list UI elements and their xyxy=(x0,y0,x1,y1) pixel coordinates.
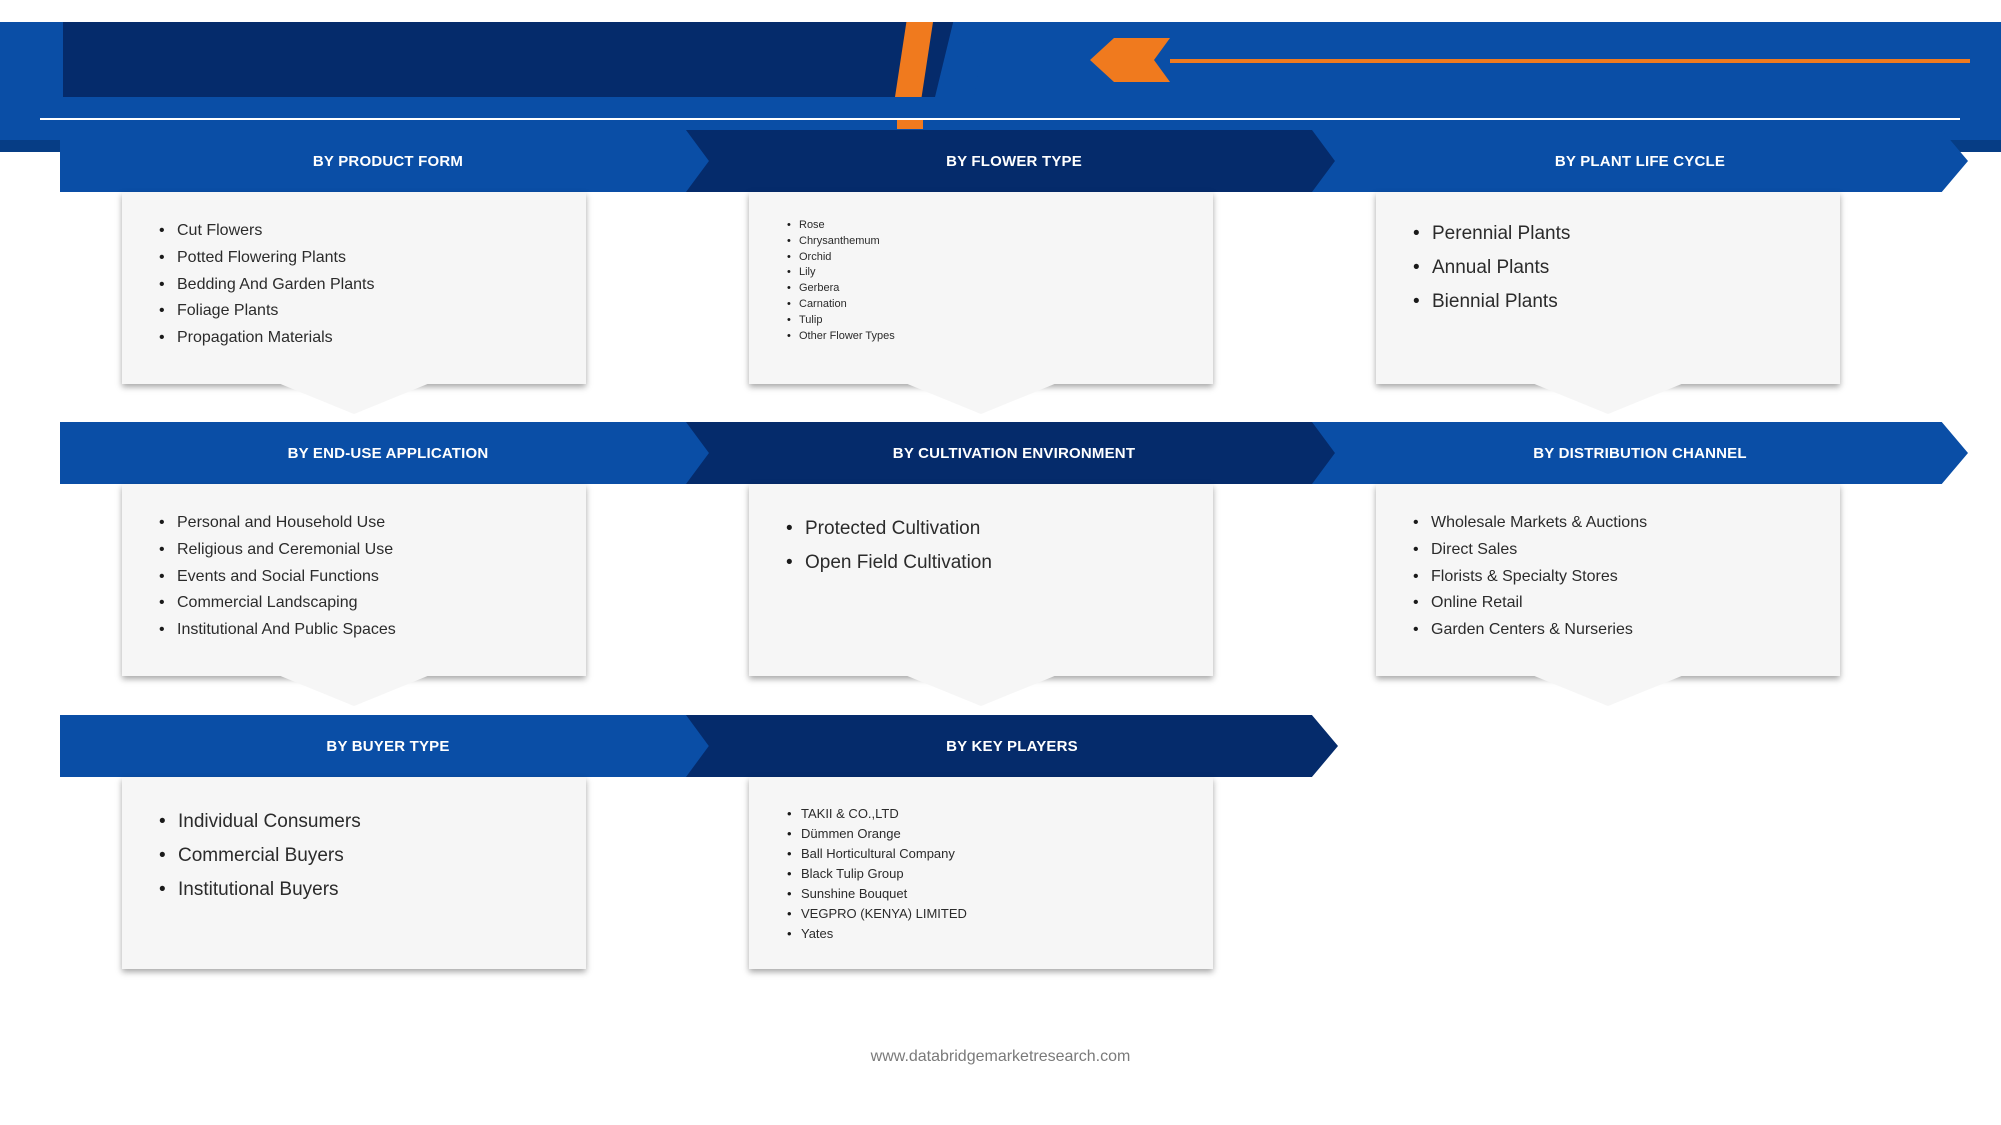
segment-box-flower-type: Rose Chrysanthemum Orchid Lily Gerbera C… xyxy=(749,192,1213,384)
segment-list: Perennial Plants Annual Plants Biennial … xyxy=(1413,217,1570,319)
footer-url[interactable]: www.databridgemarketresearch.com xyxy=(870,1048,1131,1065)
header-orange-line xyxy=(1170,59,1970,63)
segment-header-flower-type: BY FLOWER TYPE xyxy=(686,130,1342,192)
list-item: Other Flower Types xyxy=(787,329,895,345)
list-item: Direct Sales xyxy=(1413,537,1647,564)
list-item: TAKII & CO.,LTD xyxy=(787,804,967,824)
segment-box-product-form: Cut Flowers Potted Flowering Plants Bedd… xyxy=(122,192,586,384)
header-divider xyxy=(40,118,1960,120)
list-item: Commercial Landscaping xyxy=(159,590,396,617)
segment-title: BY DISTRIBUTION CHANNEL xyxy=(1533,444,1747,462)
segment-list: Rose Chrysanthemum Orchid Lily Gerbera C… xyxy=(787,218,895,344)
segment-title: BY END-USE APPLICATION xyxy=(287,444,489,462)
list-item: Religious and Ceremonial Use xyxy=(159,537,396,564)
segment-list: Protected Cultivation Open Field Cultiva… xyxy=(786,512,992,580)
segment-list: Personal and Household Use Religious and… xyxy=(159,510,396,644)
down-pointer xyxy=(1510,374,1706,414)
list-item: Gerbera xyxy=(787,281,895,297)
list-item: VEGPRO (KENYA) LIMITED xyxy=(787,904,967,924)
list-item: Lily xyxy=(787,265,895,281)
segment-title: BY CULTIVATION ENVIRONMENT xyxy=(892,444,1136,462)
down-pointer xyxy=(256,666,452,706)
down-pointer xyxy=(256,374,452,414)
down-pointer xyxy=(883,374,1079,414)
segment-box-cultivation-environment: Protected Cultivation Open Field Cultiva… xyxy=(749,484,1213,676)
list-item: Online Retail xyxy=(1413,590,1647,617)
segment-header-end-use-application: BY END-USE APPLICATION xyxy=(60,422,716,484)
list-item: Dümmen Orange xyxy=(787,824,967,844)
list-item: Bedding And Garden Plants xyxy=(159,272,374,299)
list-item: Cut Flowers xyxy=(159,218,374,245)
list-item: Perennial Plants xyxy=(1413,217,1570,251)
segment-box-buyer-type: Individual Consumers Commercial Buyers I… xyxy=(122,777,586,969)
list-item: Potted Flowering Plants xyxy=(159,245,374,272)
list-item: Garden Centers & Nurseries xyxy=(1413,617,1647,644)
segment-header-plant-life-cycle: BY PLANT LIFE CYCLE xyxy=(1312,130,1968,192)
list-item: Institutional And Public Spaces xyxy=(159,617,396,644)
list-item: Protected Cultivation xyxy=(786,512,992,546)
list-item: Sunshine Bouquet xyxy=(787,884,967,904)
header-title-block xyxy=(63,22,983,97)
list-item: Rose xyxy=(787,218,895,234)
segment-title: BY KEY PLAYERS xyxy=(946,737,1078,755)
segment-box-key-players: TAKII & CO.,LTD Dümmen Orange Ball Horti… xyxy=(749,777,1213,969)
segment-box-plant-life-cycle: Perennial Plants Annual Plants Biennial … xyxy=(1376,192,1840,384)
down-pointer xyxy=(1510,666,1706,706)
list-item: Annual Plants xyxy=(1413,251,1570,285)
segment-header-key-players: BY KEY PLAYERS xyxy=(686,715,1338,777)
list-item: Black Tulip Group xyxy=(787,864,967,884)
list-item: Individual Consumers xyxy=(159,805,361,839)
list-item: Events and Social Functions xyxy=(159,564,396,591)
segment-list: TAKII & CO.,LTD Dümmen Orange Ball Horti… xyxy=(787,804,967,944)
list-item: Carnation xyxy=(787,297,895,313)
segment-header-cultivation-environment: BY CULTIVATION ENVIRONMENT xyxy=(686,422,1342,484)
segment-header-distribution-channel: BY DISTRIBUTION CHANNEL xyxy=(1312,422,1968,484)
list-item: Florists & Specialty Stores xyxy=(1413,564,1647,591)
list-item: Open Field Cultivation xyxy=(786,546,992,580)
segment-title: BY FLOWER TYPE xyxy=(946,152,1082,170)
list-item: Tulip xyxy=(787,313,895,329)
segment-header-buyer-type: BY BUYER TYPE xyxy=(60,715,716,777)
segment-box-end-use-application: Personal and Household Use Religious and… xyxy=(122,484,586,676)
segment-title: BY BUYER TYPE xyxy=(326,737,450,755)
list-item: Wholesale Markets & Auctions xyxy=(1413,510,1647,537)
down-pointer xyxy=(883,666,1079,706)
list-item: Personal and Household Use xyxy=(159,510,396,537)
list-item: Chrysanthemum xyxy=(787,234,895,250)
list-item: Ball Horticultural Company xyxy=(787,844,967,864)
segment-title: BY PRODUCT FORM xyxy=(312,152,464,170)
list-item: Biennial Plants xyxy=(1413,285,1570,319)
segment-box-distribution-channel: Wholesale Markets & Auctions Direct Sale… xyxy=(1376,484,1840,676)
segment-list: Cut Flowers Potted Flowering Plants Bedd… xyxy=(159,218,374,352)
list-item: Institutional Buyers xyxy=(159,873,361,907)
list-item: Yates xyxy=(787,924,967,944)
segment-list: Individual Consumers Commercial Buyers I… xyxy=(159,805,361,907)
list-item: Commercial Buyers xyxy=(159,839,361,873)
segment-list: Wholesale Markets & Auctions Direct Sale… xyxy=(1413,510,1647,644)
segment-header-product-form: BY PRODUCT FORM xyxy=(60,130,716,192)
header-orange-stripe-tail xyxy=(897,119,923,129)
list-item: Propagation Materials xyxy=(159,325,374,352)
list-item: Orchid xyxy=(787,250,895,266)
list-item: Foliage Plants xyxy=(159,298,374,325)
segment-title: BY PLANT LIFE CYCLE xyxy=(1554,152,1726,170)
